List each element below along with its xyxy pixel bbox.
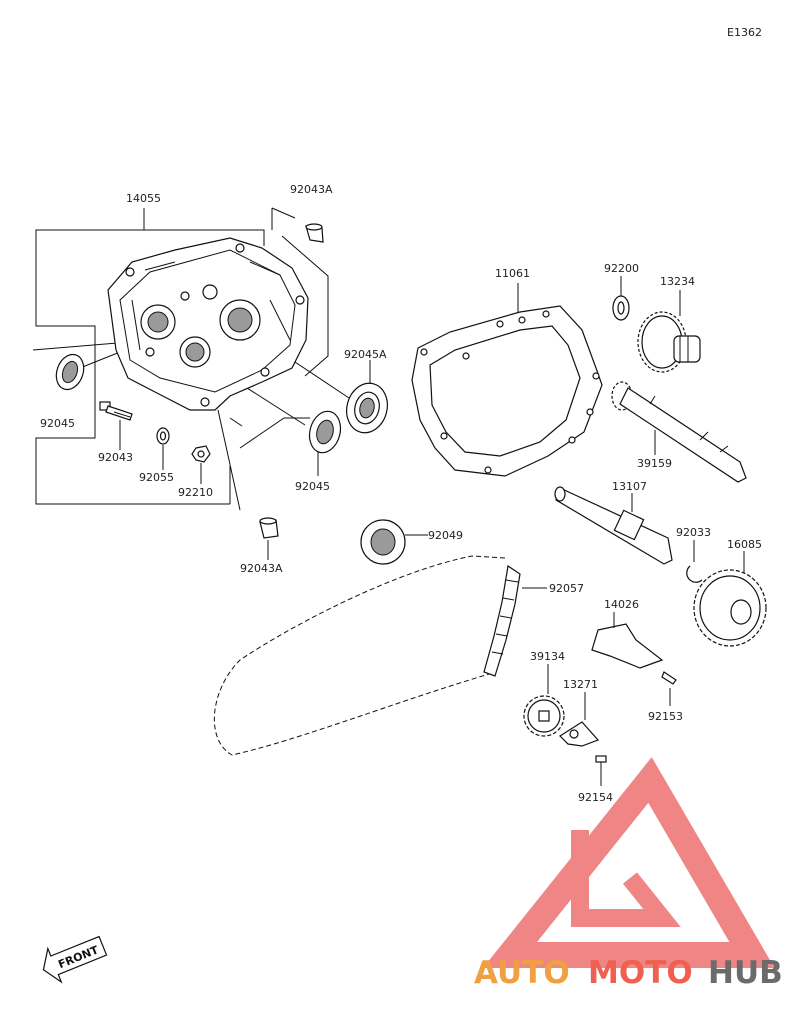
watermark-logo — [482, 757, 775, 968]
part-label-11061: 11061 — [495, 267, 530, 280]
part-label-92200: 92200 — [604, 262, 639, 275]
bolt-92153 — [661, 671, 677, 706]
part-label-13271: 13271 — [563, 678, 598, 691]
watermark-auto: AUTO — [474, 955, 570, 991]
cover-group — [32, 207, 353, 511]
bearing-left — [55, 353, 85, 391]
part-label-14026: 14026 — [604, 598, 639, 611]
washer-92200 — [612, 276, 630, 321]
part-label-92049: 92049 — [428, 529, 463, 542]
part-label-92033: 92033 — [676, 526, 711, 539]
gear-16085 — [693, 551, 767, 647]
diagram-code: E1362 — [727, 26, 762, 39]
part-label-92045-center: 92045 — [295, 480, 330, 493]
part-label-92045-left: 92045 — [40, 417, 75, 430]
dowel-pin-top — [305, 223, 324, 243]
gear-13234 — [637, 290, 701, 373]
part-label-92153: 92153 — [648, 710, 683, 723]
circlip-92033 — [686, 540, 703, 583]
nut-92210 — [191, 445, 211, 484]
bearing-center — [308, 410, 342, 476]
front-marker: FRONT — [42, 935, 108, 984]
sprocket-39134 — [523, 664, 565, 737]
dowel-pin-bottom — [259, 517, 279, 560]
front-arrow-icon — [42, 935, 108, 984]
part-label-92043: 92043 — [98, 451, 133, 464]
part-label-92057: 92057 — [549, 582, 584, 595]
guard-14026 — [591, 612, 664, 669]
part-label-92055: 92055 — [139, 471, 174, 484]
bolt-92043 — [99, 401, 133, 450]
watermark-hub: HUB — [708, 955, 783, 991]
part-label-92210: 92210 — [178, 486, 213, 499]
plate-13271 — [559, 692, 600, 747]
watermark-triangle-icon — [482, 757, 775, 968]
watermark-text: AUTO MOTO HUB — [474, 955, 783, 991]
part-label-92043A-bottom: 92043A — [240, 562, 283, 575]
crankcase-cover — [107, 237, 309, 411]
part-label-92154: 92154 — [578, 791, 613, 804]
part-label-13234: 13234 — [660, 275, 695, 288]
bearing-92045A — [346, 360, 388, 434]
part-label-14055: 14055 — [126, 192, 161, 205]
part-label-92045A: 92045A — [344, 348, 387, 361]
shaft-13107 — [554, 486, 673, 565]
part-label-13107: 13107 — [612, 480, 647, 493]
gasket-11061 — [411, 283, 603, 477]
shaft-39159 — [611, 381, 747, 483]
part-label-39134: 39134 — [530, 650, 565, 663]
chain-92057 — [213, 555, 547, 756]
watermark-moto: MOTO — [588, 955, 693, 991]
washer-92055 — [156, 427, 170, 470]
oil-seal-92049 — [360, 519, 428, 565]
part-label-39159: 39159 — [637, 457, 672, 470]
part-label-92043A-top: 92043A — [290, 183, 333, 196]
bolt-92154 — [595, 755, 607, 786]
part-label-16085: 16085 — [727, 538, 762, 551]
